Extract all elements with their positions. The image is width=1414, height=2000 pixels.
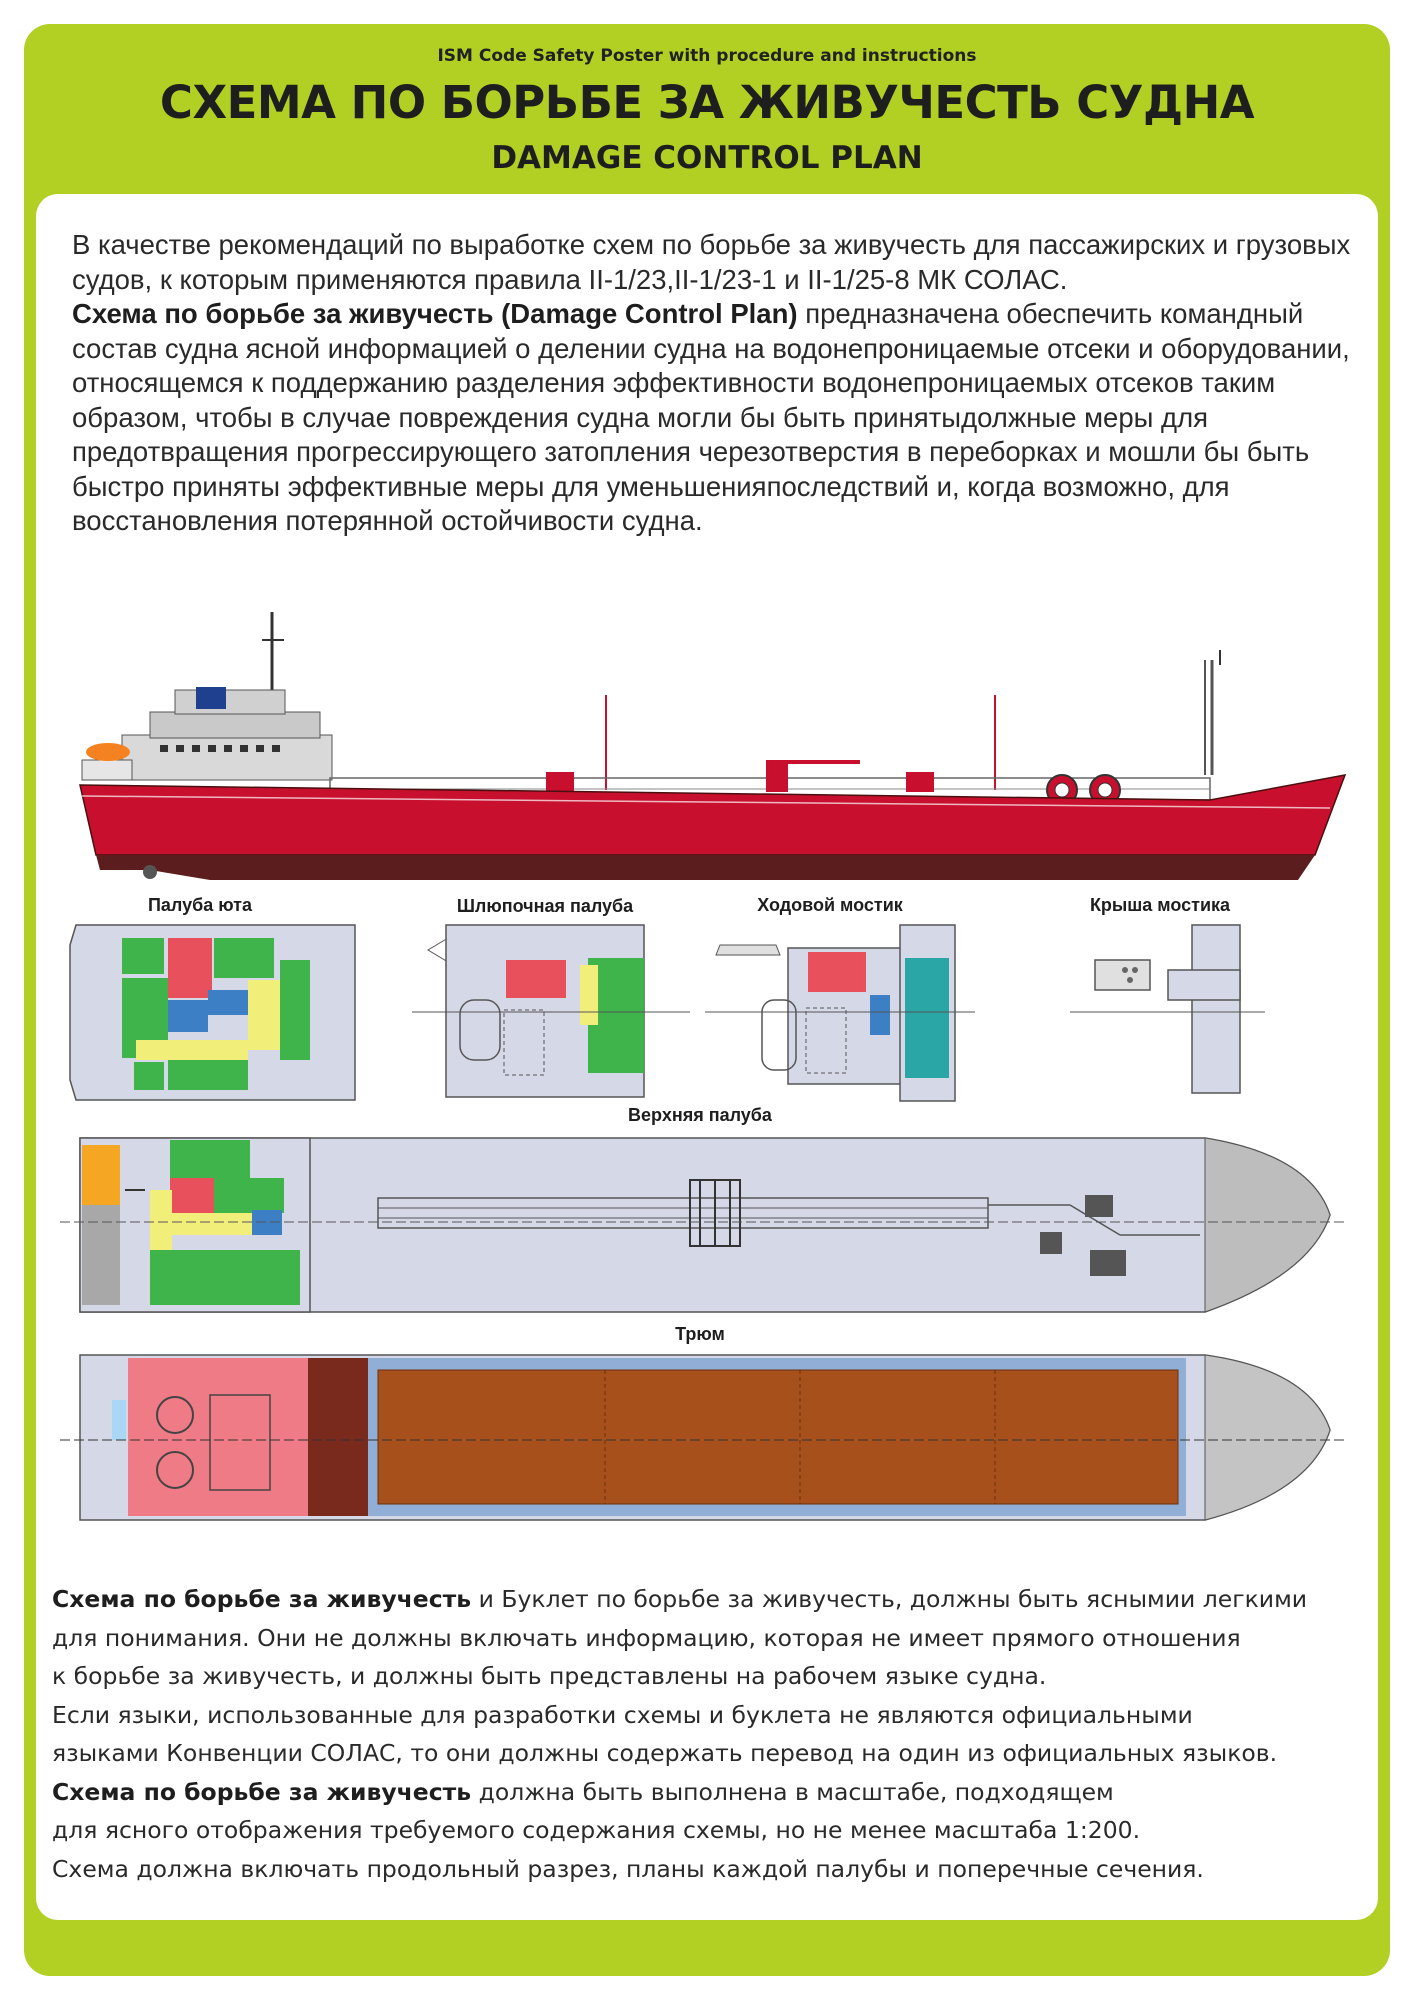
- ship-side-view: [79, 612, 1347, 880]
- intro-paragraph-2: Схема по борьбе за живучесть (Damage Con…: [72, 297, 1362, 539]
- navigation-bridge-plan: [705, 924, 975, 1102]
- intro-paragraph-2-text: предназначена обеспечить командный соста…: [72, 298, 1350, 536]
- boat-deck-plan: [412, 924, 690, 1098]
- outro-line: для понимания. Они не должны включать ин…: [52, 1623, 1241, 1652]
- outro-line: Схема по борьбе за живучесть и Буклет по…: [52, 1580, 1372, 1619]
- poster-subtitle: ISM Code Safety Poster with procedure an…: [437, 46, 977, 66]
- outro-bold-term: Схема по борьбе за живучесть: [52, 1777, 472, 1806]
- outro-line: Если языки, использованные для разработк…: [52, 1700, 1193, 1729]
- hold-plan: [60, 1354, 1345, 1521]
- outro-bold-term: Схема по борьбе за живучесть: [52, 1585, 472, 1613]
- outro-line: Схема должна включать продольный разрез,…: [52, 1854, 1204, 1883]
- label-bridge-roof: Крыша мостика: [1089, 895, 1231, 915]
- outro-line: к борьбе за живучесть, и должны быть пре…: [52, 1662, 1047, 1690]
- intro-paragraph-1: В качестве рекомендаций по выработке схе…: [72, 229, 1351, 295]
- outro-line: языками Конвенции СОЛАС, то они должны с…: [52, 1739, 1278, 1767]
- poster-title: СХЕМА ПО БОРЬБЕ ЗА ЖИВУЧЕСТЬ СУДНА: [159, 76, 1255, 129]
- outro-line: для ясного отображения требуемого содерж…: [52, 1816, 1141, 1844]
- label-upper-deck: Верхняя палуба: [628, 1105, 772, 1125]
- label-boat-deck: Шлюпочная палуба: [456, 896, 634, 916]
- outro-text: Схема по борьбе за живучесть и Буклет по…: [52, 1580, 1372, 1888]
- outro-line-text: и Буклет по борьбе за живучесть, должны …: [471, 1585, 1308, 1613]
- poster-title-en: DAMAGE CONTROL PLAN: [491, 140, 923, 176]
- poop-deck-plan: [69, 924, 356, 1101]
- intro-text: В качестве рекомендаций по выработке схе…: [72, 228, 1362, 539]
- upper-deck-plan: [60, 1137, 1345, 1313]
- label-nav-bridge: Ходовой мостик: [757, 895, 903, 915]
- outro-line: Схема по борьбе за живучесть должна быть…: [52, 1773, 1372, 1812]
- label-poop-deck: Палуба юта: [147, 895, 253, 915]
- intro-bold-term: Схема по борьбе за живучесть (Damage Con…: [72, 298, 798, 329]
- outro-line-text: должна быть выполнена в масштабе, подход…: [471, 1777, 1114, 1806]
- label-hold: Трюм: [675, 1324, 725, 1344]
- bridge-roof-plan: [1070, 924, 1265, 1094]
